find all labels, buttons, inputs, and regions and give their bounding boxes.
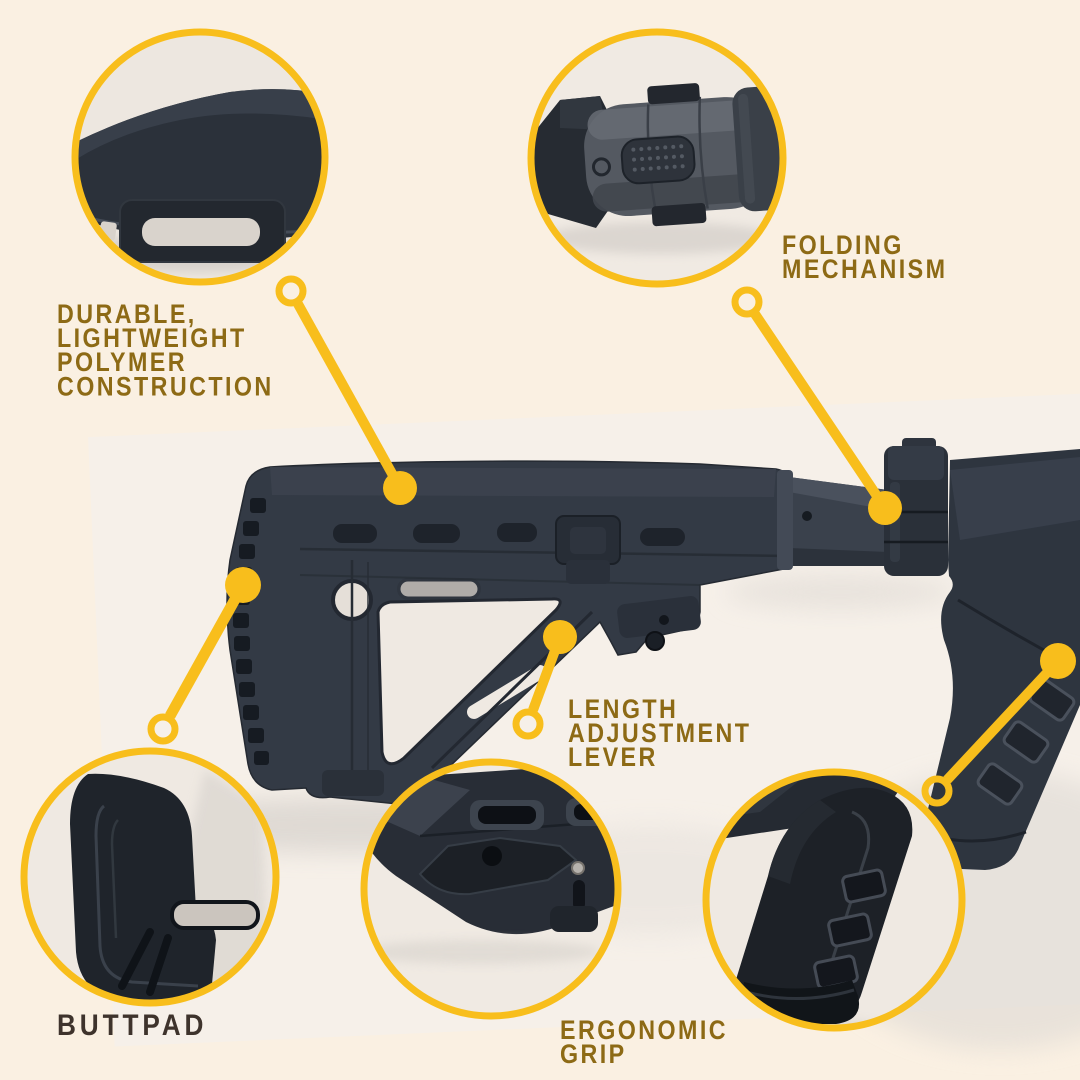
label-polymer-construction: DURABLE, LIGHTWEIGHT POLYMER CONSTRUCTIO… — [57, 299, 274, 402]
buffer-tube — [777, 470, 888, 570]
label-line: POLYMER — [57, 348, 187, 378]
label-line: LIGHTWEIGHT — [57, 323, 247, 354]
label-line: DURABLE, — [57, 299, 197, 330]
label-length-adjustment-lever: LENGTH ADJUSTMENT LEVER — [568, 694, 752, 773]
callout-circle-folding — [527, 28, 787, 288]
callout-circle-buttpad — [20, 747, 280, 1007]
adjustment-lever-main — [617, 596, 701, 651]
label-line: GRIP — [560, 1039, 627, 1070]
connectors — [147, 275, 1076, 807]
label-line: ERGONOMIC — [560, 1015, 728, 1046]
callout-circle-polymer — [71, 28, 329, 286]
label-line: LENGTH — [568, 694, 679, 725]
label-line: ADJUSTMENT — [568, 718, 752, 749]
label-line: FOLDING — [782, 230, 904, 261]
label-folding-mechanism: FOLDING MECHANISM — [782, 230, 948, 285]
sling-loop — [555, 515, 621, 584]
label-line: CONSTRUCTION — [57, 372, 274, 402]
stock-slots — [333, 523, 685, 546]
callout-circle-lever — [360, 758, 622, 1020]
stock-cutout — [376, 597, 562, 766]
label-line: MECHANISM — [782, 254, 948, 285]
label-line: BUTTPAD — [57, 1008, 208, 1042]
folding-hinge — [884, 438, 948, 576]
label-ergonomic-grip: ERGONOMIC GRIP — [560, 1015, 728, 1070]
label-line: LEVER — [568, 743, 658, 773]
label-buttpad: BUTTPAD — [57, 1008, 208, 1042]
